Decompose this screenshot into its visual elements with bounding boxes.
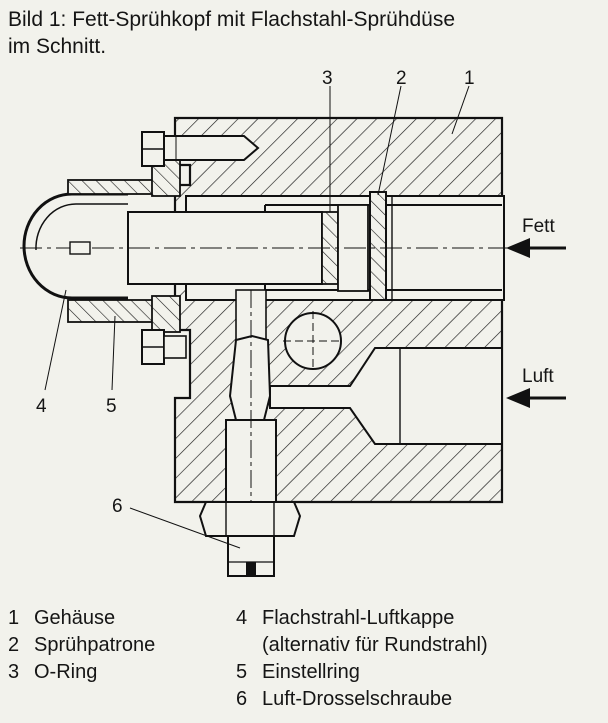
air-bore xyxy=(269,347,503,445)
figure-caption: Bild 1: Fett-Sprühkopf mit Flachstahl-Sp… xyxy=(8,6,598,60)
caption-line-2: im Schnitt. xyxy=(8,35,107,58)
callout-2: 2 xyxy=(396,68,407,89)
callout-4: 4 xyxy=(36,396,47,417)
cap-collar-top xyxy=(67,179,165,195)
cartridge-flange xyxy=(369,191,387,301)
air-cap xyxy=(22,192,128,300)
fett-label: Fett xyxy=(522,216,555,237)
throttle-screw-nut xyxy=(198,501,302,577)
caption-line-1: Bild 1: Fett-Sprühkopf mit Flachstahl-Sp… xyxy=(8,8,456,31)
throttle-needle xyxy=(228,334,272,421)
adjust-ring xyxy=(67,299,165,323)
luft-label: Luft xyxy=(522,366,554,387)
callout-1: 1 xyxy=(464,68,475,89)
callout-6: 6 xyxy=(112,496,123,517)
top-screw xyxy=(141,131,260,167)
callout-5: 5 xyxy=(106,396,117,417)
legend-item-continuation: (alternativ für Rundstrahl) xyxy=(262,634,488,656)
callout-3: 3 xyxy=(322,68,333,89)
lower-screw xyxy=(141,329,187,365)
